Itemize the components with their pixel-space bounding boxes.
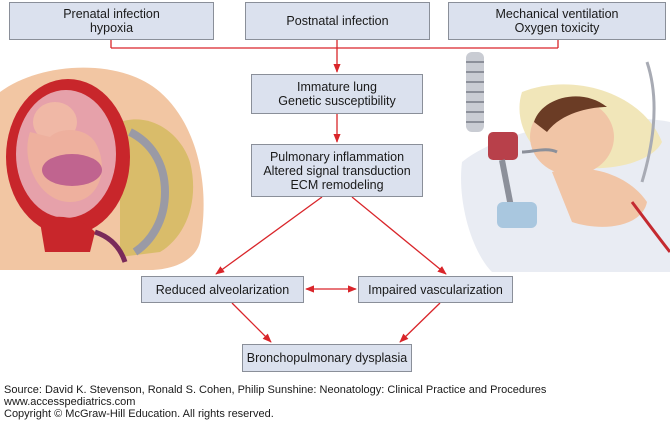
ventilated-infant-illustration: [452, 52, 670, 272]
pulmonary-inflammation-box: Pulmonary inflammation Altered signal tr…: [251, 144, 423, 197]
mechanical-line-2: Oxygen toxicity: [514, 21, 600, 35]
reduced-alveolarization-box: Reduced alveolarization: [141, 276, 304, 303]
arrow-to-vascularization: [351, 196, 447, 275]
alveolarization-line-1: Reduced alveolarization: [155, 282, 290, 297]
bronchopulmonary-dysplasia-box: Bronchopulmonary dysplasia: [242, 344, 412, 372]
arrow-to-alveolarization: [215, 196, 323, 275]
prenatal-infection-box: Prenatal infection hypoxia: [9, 2, 214, 40]
impaired-vascularization-box: Impaired vascularization: [358, 276, 513, 303]
mechanical-ventilation-box: Mechanical ventilation Oxygen toxicity: [448, 2, 666, 40]
pregnant-uterus-fetus-illustration: [0, 67, 204, 270]
vascularization-line-1: Impaired vascularization: [368, 282, 503, 297]
arrow-vascularization-to-bpd: [399, 302, 441, 343]
inflammation-line-2: Altered signal transduction: [263, 163, 411, 178]
arrow-alveolarization-to-bpd: [231, 302, 272, 343]
immature-line-1: Immature lung: [297, 80, 377, 94]
copyright-notice: Copyright © McGraw-Hill Education. All r…: [4, 408, 274, 420]
inflammation-line-3: ECM remodeling: [290, 177, 384, 192]
prenatal-line-2: hypoxia: [89, 21, 134, 35]
mechanical-line-1: Mechanical ventilation: [495, 7, 619, 21]
inflammation-line-1: Pulmonary inflammation: [269, 149, 405, 164]
postnatal-infection-box: Postnatal infection: [245, 2, 430, 40]
prenatal-line-1: Prenatal infection: [63, 7, 160, 21]
source-credit: Source: David K. Stevenson, Ronald S. Co…: [4, 384, 547, 396]
immature-line-2: Genetic susceptibility: [278, 94, 396, 108]
immature-lung-box: Immature lung Genetic susceptibility: [251, 74, 423, 114]
bpd-line-1: Bronchopulmonary dysplasia: [246, 351, 408, 365]
website-url: www.accesspediatrics.com: [4, 396, 136, 408]
postnatal-line-1: Postnatal infection: [286, 14, 389, 28]
